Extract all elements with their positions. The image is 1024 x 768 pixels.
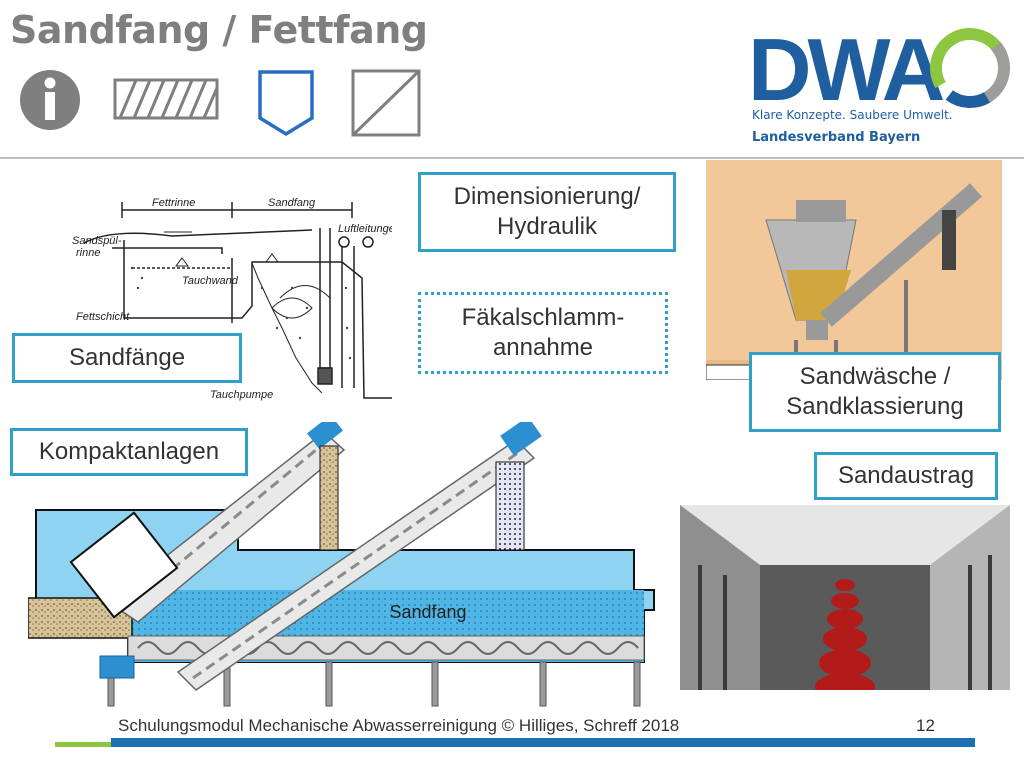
- header-divider: [0, 157, 1024, 159]
- compact-plant-illustration: Sandfang: [28, 422, 655, 707]
- box-faekalschlamm: Fäkalschlamm-annahme: [418, 292, 668, 374]
- svg-text:Sandfang: Sandfang: [268, 197, 316, 209]
- svg-text:Fettschicht: Fettschicht: [76, 311, 130, 323]
- logo-region: Landesverband Bayern: [752, 130, 921, 145]
- logo-tagline: Klare Konzepte. Saubere Umwelt.: [752, 108, 953, 122]
- hatched-rectangle-icon: [113, 78, 219, 120]
- svg-text:Sandspül-: Sandspül-: [72, 235, 122, 247]
- svg-text:Luftleitungen: Luftleitungen: [338, 223, 392, 235]
- diagonal-square-icon: [351, 69, 421, 137]
- svg-text:DWA: DWA: [748, 20, 944, 119]
- svg-text:Fettrinne: Fettrinne: [152, 197, 195, 209]
- svg-text:rinne: rinne: [76, 247, 100, 259]
- footer-blue-bar: [111, 738, 975, 747]
- box-sandaustrag: Sandaustrag: [814, 452, 998, 500]
- info-icon: [20, 70, 80, 130]
- box-dimensionierung: Dimensionierung/ Hydraulik: [418, 172, 676, 252]
- box-sandfaenge: Sandfänge: [12, 333, 242, 383]
- page-number: 12: [916, 716, 935, 735]
- footer-credit: Schulungsmodul Mechanische Abwasserreini…: [118, 716, 680, 735]
- slide-title: Sandfang / Fettfang: [10, 8, 428, 52]
- dwa-logo: DWA: [748, 20, 1010, 119]
- sand-discharge-photo: [680, 505, 1010, 690]
- svg-text:Tauchpumpe: Tauchpumpe: [210, 389, 273, 401]
- svg-text:Tauchwand: Tauchwand: [182, 275, 239, 287]
- grease-sand-trap-drawing: Fettrinne Sandfang Sandspül- rinne Luftl…: [72, 188, 392, 420]
- box-kompaktanlagen: Kompaktanlagen: [10, 428, 248, 476]
- box-sandwaesche: Sandwäsche / Sandklassierung: [749, 352, 1001, 432]
- sand-washer-photo: [706, 160, 1002, 380]
- compact-plant-label: Sandfang: [389, 602, 466, 622]
- footer-green-bar: [55, 742, 111, 747]
- shield-shape-icon: [258, 70, 314, 137]
